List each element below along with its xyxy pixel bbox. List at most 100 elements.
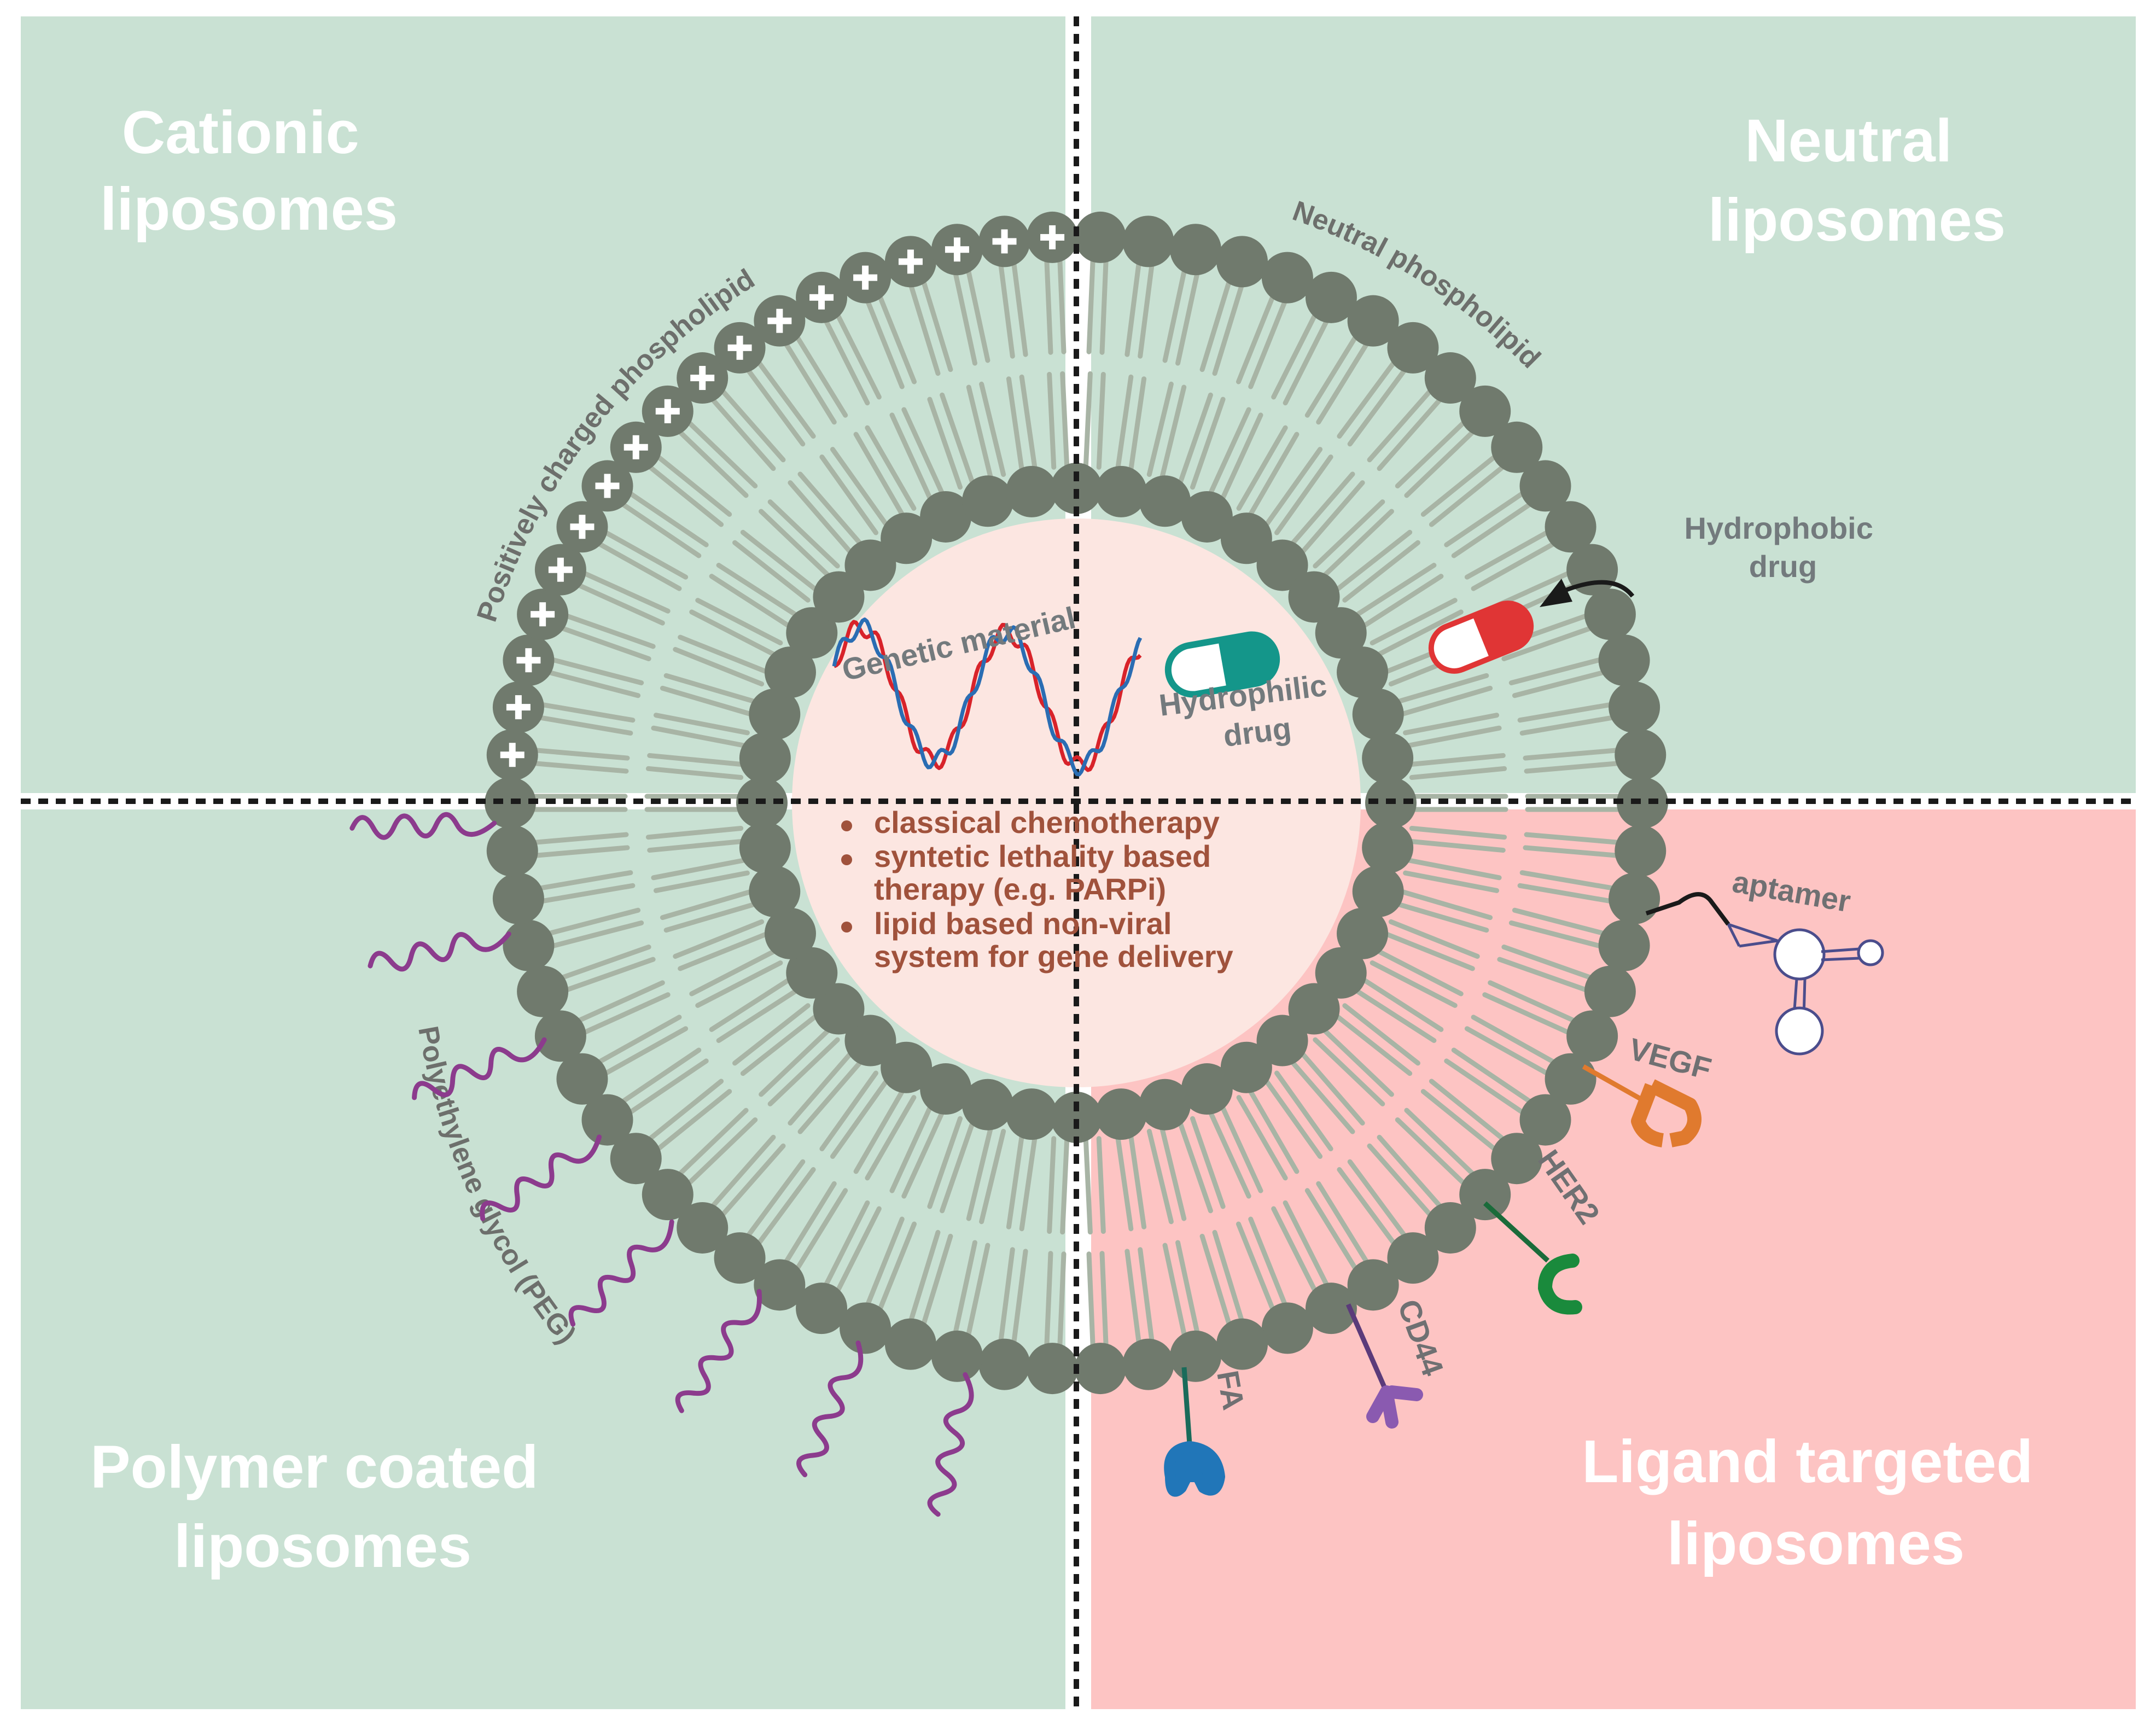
lipid-tail [531,832,629,845]
lipid-tail [1115,374,1134,472]
lipid-head [1139,1079,1191,1130]
lipid-tail [998,1247,1015,1344]
lipid-tail [660,685,755,717]
lipid-tail [1471,1015,1558,1065]
lipid-tail [1517,702,1615,723]
lipid-tail [1337,359,1397,439]
lipid-head [739,821,791,873]
lipid-tail [755,1167,816,1247]
lipid-tail [654,453,732,517]
lipid-tail [709,1134,776,1210]
lipid-head [1598,634,1650,686]
lipid-tail [1115,1134,1134,1232]
lipid-tail [1283,1200,1330,1289]
lipid-tail [1236,425,1288,511]
plus-icon [1049,225,1056,249]
lipid-tail [1299,480,1365,556]
lipid-tail [1236,1221,1276,1313]
lipid-tail [901,407,945,497]
lipid-tail [647,838,745,853]
plus-icon [515,695,522,720]
lipid-tail [1377,396,1443,471]
lipid-tail [575,980,665,1024]
bullet-dot [841,854,852,865]
lipid-tail [1011,1249,1028,1346]
lipid-tail [1523,845,1621,858]
plus-icon [604,474,611,498]
lipid-head [739,732,791,784]
lipid-tail [1508,920,1604,949]
lipid-tail [545,907,641,936]
plus-icon [579,515,586,539]
lipid-head [754,1259,806,1311]
lipid-tail [1409,826,1507,840]
lipid-head [1459,1169,1511,1221]
lipid-tail [1388,919,1480,959]
lipid-head [1352,689,1404,741]
lipid-tail [1138,261,1155,359]
lipid-head [1387,1232,1439,1284]
lipid-tail [1313,1037,1385,1106]
lipid-tail [654,1089,732,1152]
lipid-tail [1086,1251,1096,1350]
bullet-1-line-1: classical chemotherapy [874,805,1220,840]
lipid-tail [685,1117,758,1187]
lipid-head [581,1094,633,1146]
lipid-head [1584,588,1636,640]
lipid-tail [1512,669,1607,698]
lipid-tail [1519,870,1617,891]
lipid-tail [1523,748,1621,761]
lipid-tail [1263,447,1323,528]
lipid-tail [602,1026,689,1077]
lipid-tail [1451,501,1534,558]
lipid-tail [695,598,783,646]
lipid-head [931,1330,983,1382]
lipid-tail [1096,1136,1106,1234]
lipid-tail [536,870,633,891]
lipid-tail [1304,333,1359,418]
plus-icon [907,249,914,274]
lipid-tail [1512,907,1607,936]
bullet-2-line-1: syntetic lethality based [874,839,1211,873]
lipid-head [1347,1259,1399,1311]
plus-icon [776,308,783,333]
peg-chain [796,1340,864,1478]
lipid-tail [673,919,765,959]
lipid-head [1181,1063,1233,1115]
lipid-tail [1162,1243,1187,1339]
lipid-head [1491,1133,1543,1185]
lipid-tail [695,960,783,1008]
plus-icon [632,435,639,459]
lipid-tail [1404,1108,1477,1178]
lipid-tail [865,1095,917,1181]
lipid-tail [767,1037,840,1106]
lipid-tail [1138,1247,1155,1344]
lipid-head [642,1169,694,1221]
lipid-tail [1083,1137,1093,1235]
lipid-tail [1497,957,1590,993]
lipid-tail [1429,463,1507,527]
lipid-tail [1360,574,1444,630]
lipid-head [1598,919,1650,971]
lipid-tail [1501,625,1594,661]
lipid-tail [1429,1079,1507,1143]
lipid-tail [563,613,656,649]
lipid-tail [788,480,854,556]
lipid-head [1006,465,1058,517]
lipid-tail [602,529,689,580]
lipid-tail [1219,1103,1263,1193]
bullet-dot [841,820,852,831]
lipid-tail [740,529,819,592]
lipid-tail [1420,1089,1499,1152]
plus-icon [525,648,532,673]
lipid-head [556,1053,608,1105]
lipid-tail [819,454,878,535]
lipid-tail [1342,1003,1420,1066]
plus-icon [699,366,706,391]
peg-chain [927,1372,974,1517]
lipid-tail [1409,766,1507,780]
lipid-tail [1299,1050,1365,1126]
lipid-tail [1367,387,1434,463]
lipid-tail [626,490,709,547]
